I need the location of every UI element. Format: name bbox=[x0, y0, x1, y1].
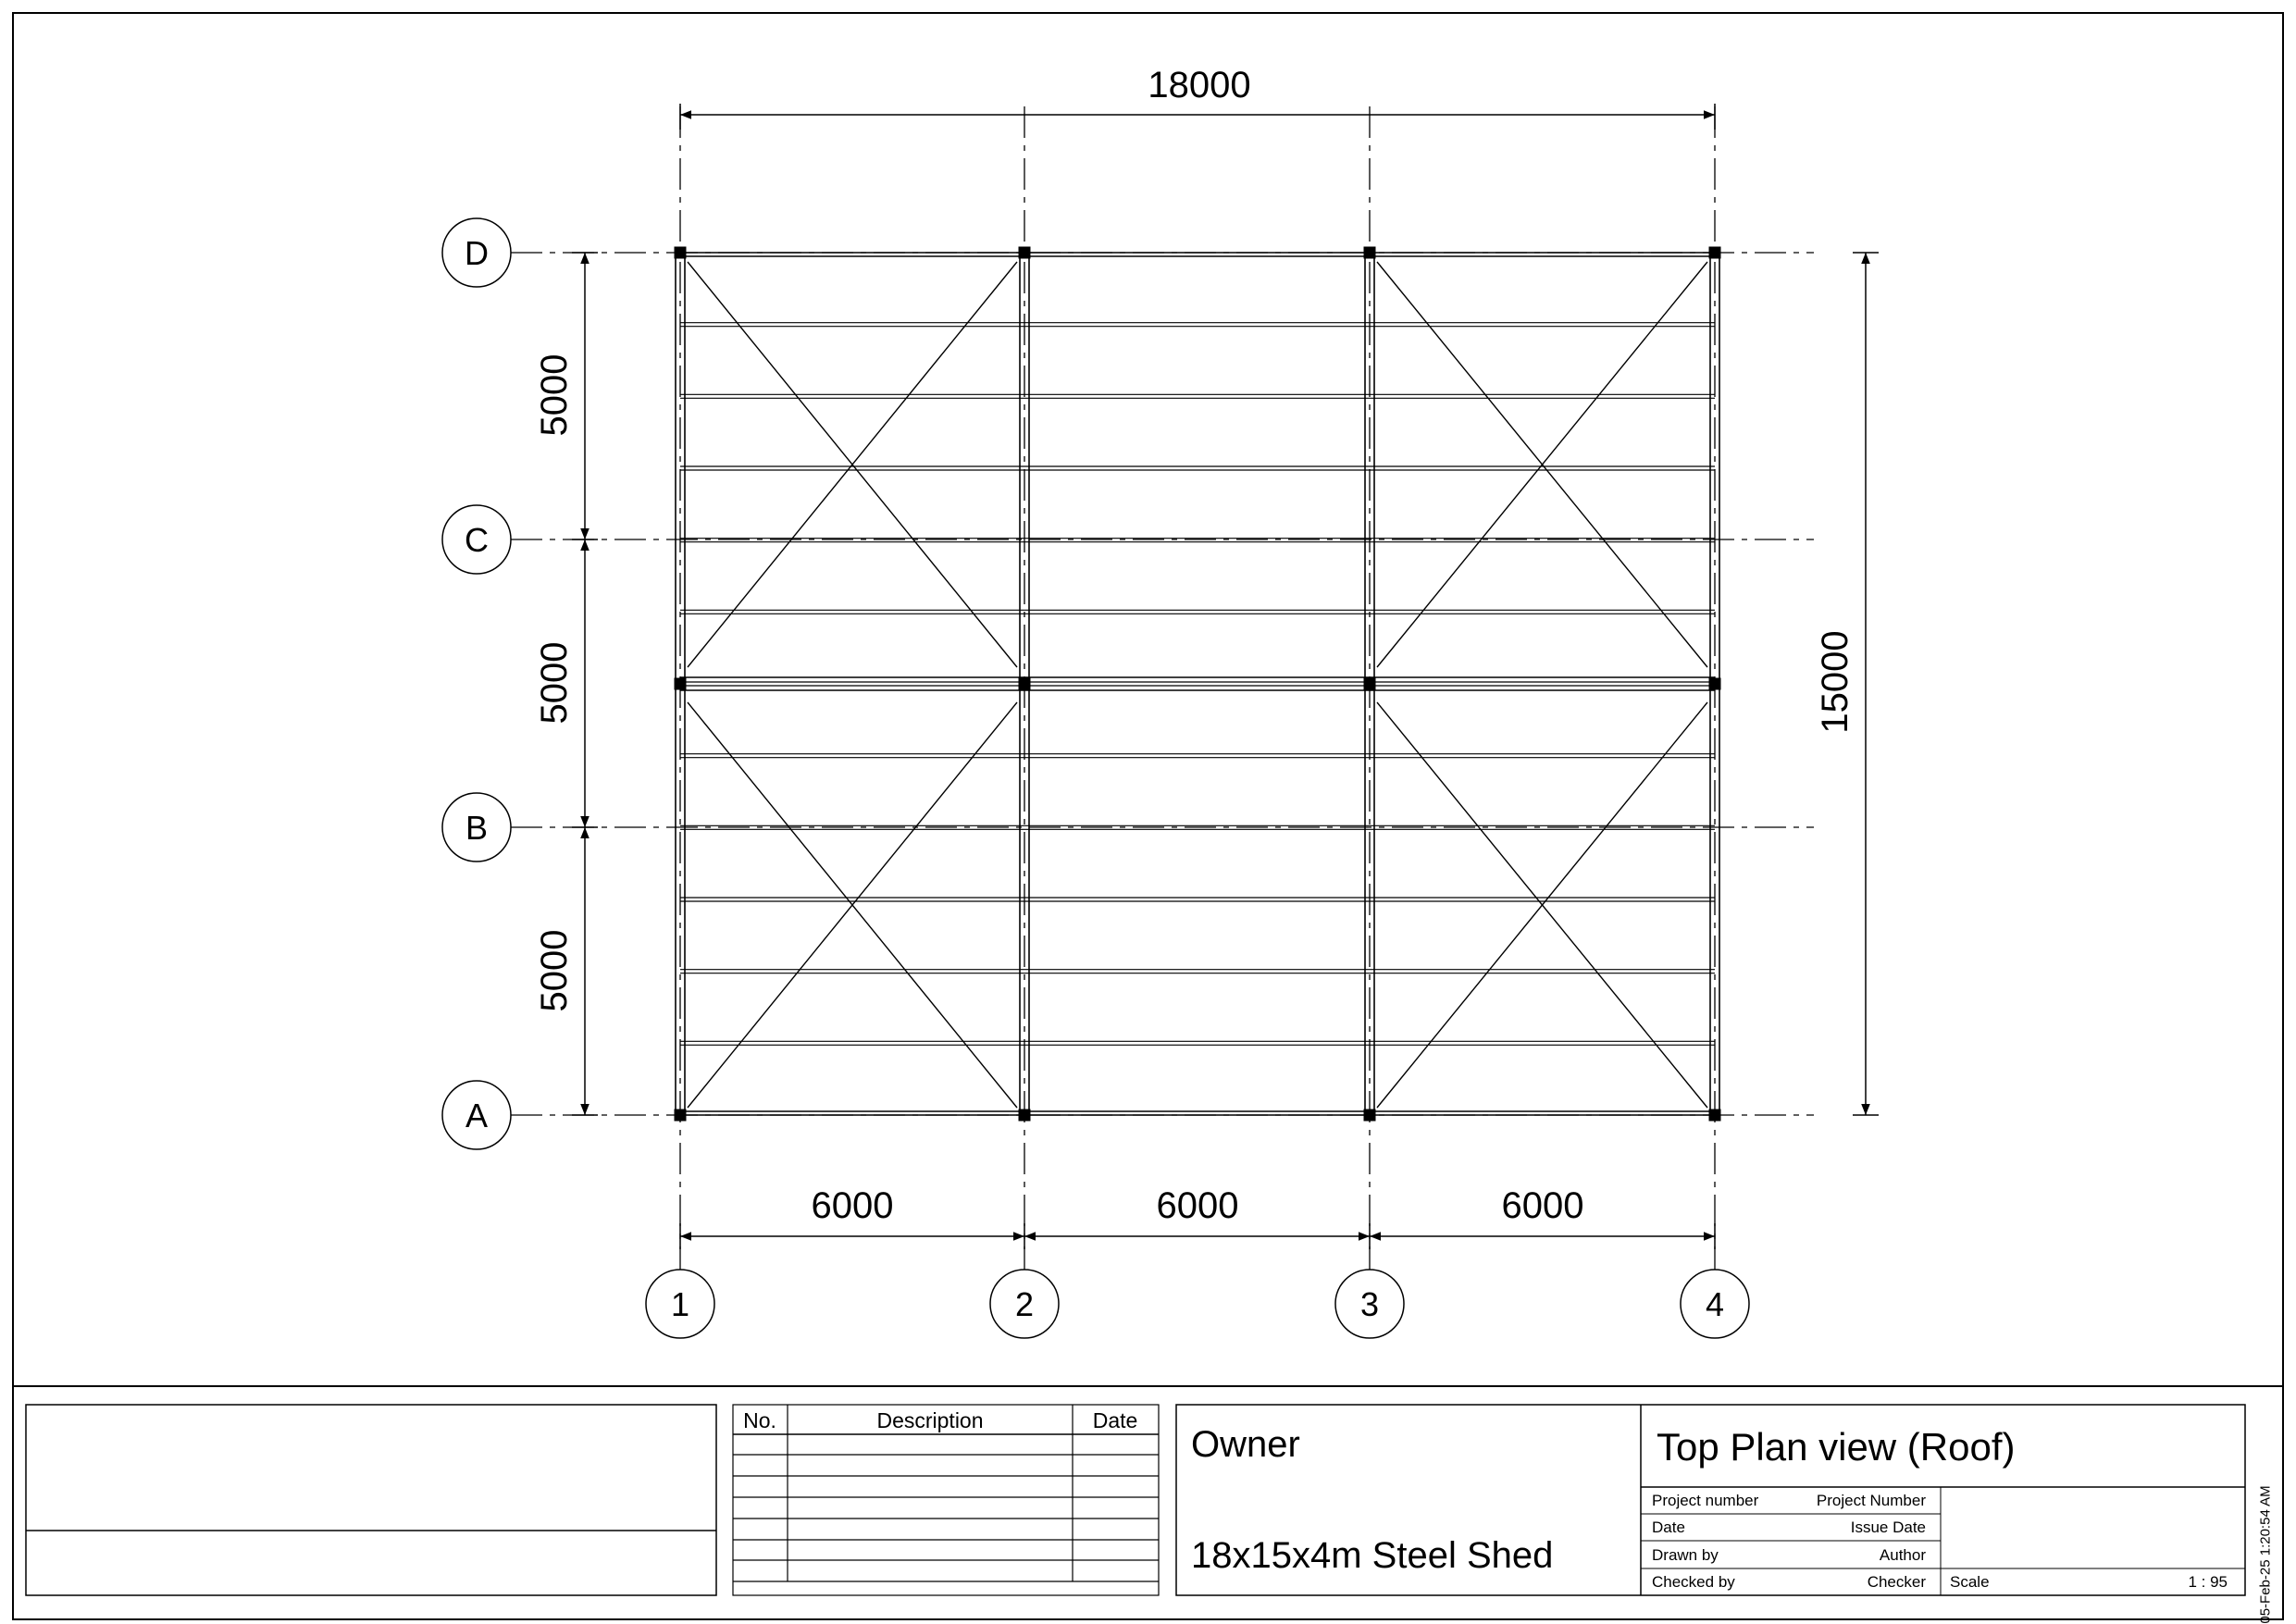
revision-table bbox=[732, 1404, 1160, 1596]
revision-header-description: Description bbox=[876, 1408, 983, 1432]
field-label-project-number: Project number bbox=[1652, 1492, 1759, 1509]
column-node bbox=[674, 1109, 687, 1122]
project-name: 18x15x4m Steel Shed bbox=[1191, 1535, 1553, 1576]
field-value-drawn-by: Author bbox=[1880, 1546, 1926, 1564]
dim-row-1: 5000 bbox=[534, 930, 575, 1012]
sheet-title: Top Plan view (Roof) bbox=[1657, 1425, 2016, 1469]
cross-brace bbox=[1376, 701, 1708, 1109]
dim-overall-width: 18000 bbox=[1148, 65, 1250, 105]
svg-text:2: 2 bbox=[1015, 1285, 1034, 1323]
cross-brace bbox=[687, 261, 1018, 668]
grid-bubble-4: 4 bbox=[1680, 1269, 1750, 1339]
column-node bbox=[1708, 1109, 1721, 1122]
dim-bay-1: 6000 bbox=[812, 1185, 894, 1226]
dim-row-2: 5000 bbox=[534, 642, 575, 725]
svg-text:A: A bbox=[465, 1097, 488, 1134]
grid-bubble-b: B bbox=[441, 792, 512, 862]
dim-row-3: 5000 bbox=[534, 354, 575, 437]
column-node bbox=[1363, 1109, 1376, 1122]
scale-label: Scale bbox=[1950, 1573, 1990, 1591]
revision-header-date: Date bbox=[1093, 1408, 1138, 1432]
column-node bbox=[1018, 677, 1031, 690]
grid-bubble-d: D bbox=[441, 217, 512, 288]
grid-bubble-2: 2 bbox=[989, 1269, 1060, 1339]
column-node bbox=[1018, 246, 1031, 259]
roof-framing bbox=[674, 246, 1721, 1122]
grid-lines bbox=[511, 106, 1814, 1270]
column-node bbox=[674, 246, 687, 259]
field-label-date: Date bbox=[1652, 1519, 1685, 1536]
sheet-border bbox=[12, 12, 2284, 1620]
owner-label: Owner bbox=[1191, 1424, 1300, 1465]
dim-bay-2: 6000 bbox=[1157, 1185, 1239, 1226]
svg-text:C: C bbox=[465, 521, 489, 559]
blank-info-box bbox=[25, 1404, 717, 1596]
revision-header-no: No. bbox=[743, 1408, 776, 1432]
field-value-project-number: Project Number bbox=[1817, 1492, 1926, 1509]
column-node bbox=[674, 677, 687, 690]
svg-text:D: D bbox=[465, 234, 489, 272]
column-node bbox=[1363, 246, 1376, 259]
field-value-date: Issue Date bbox=[1851, 1519, 1926, 1536]
print-timestamp: 05-Feb-25 1:20:54 AM bbox=[2257, 1485, 2274, 1624]
field-label-checked-by: Checked by bbox=[1652, 1573, 1735, 1591]
cross-brace bbox=[1376, 261, 1708, 668]
svg-text:1: 1 bbox=[671, 1285, 689, 1323]
column-node bbox=[1708, 677, 1721, 690]
dim-bay-3: 6000 bbox=[1502, 1185, 1584, 1226]
dimension-lines bbox=[572, 104, 1879, 1249]
column-node bbox=[1363, 677, 1376, 690]
grid-bubble-1: 1 bbox=[645, 1269, 715, 1339]
grid-bubble-3: 3 bbox=[1334, 1269, 1405, 1339]
column-node bbox=[1018, 1109, 1031, 1122]
scale-value: 1 : 95 bbox=[2188, 1573, 2228, 1591]
svg-text:3: 3 bbox=[1360, 1285, 1379, 1323]
field-label-drawn-by: Drawn by bbox=[1652, 1546, 1719, 1564]
cross-brace bbox=[687, 701, 1018, 1109]
grid-bubble-c: C bbox=[441, 504, 512, 575]
svg-text:4: 4 bbox=[1706, 1285, 1724, 1323]
column-node bbox=[1708, 246, 1721, 259]
dim-overall-depth: 15000 bbox=[1815, 630, 1855, 733]
svg-text:B: B bbox=[465, 809, 488, 847]
field-value-checked-by: Checker bbox=[1868, 1573, 1927, 1591]
title-block-frame bbox=[1175, 1404, 2246, 1596]
grid-bubble-a: A bbox=[441, 1080, 512, 1150]
